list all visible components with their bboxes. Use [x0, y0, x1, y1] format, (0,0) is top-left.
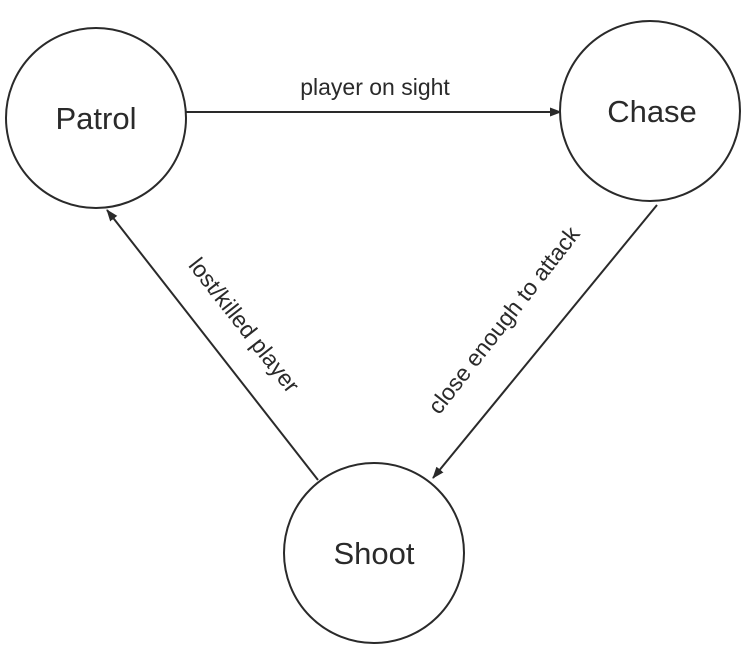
state-patrol-circle [5, 27, 187, 209]
edge-chase-to-shoot [432, 204, 658, 479]
state-chase-label: Chase [607, 94, 697, 129]
edge-shoot-to-patrol [106, 209, 319, 481]
state-chase: Chase [559, 20, 741, 202]
label-patrol-to-chase: player on sight [300, 74, 450, 100]
state-shoot: Shoot [283, 462, 465, 644]
state-shoot-circle [283, 462, 465, 644]
state-chase-circle [559, 20, 741, 202]
state-patrol: Patrol [5, 27, 187, 209]
label-chase-to-shoot: close enough to attack [423, 221, 585, 419]
state-patrol-label: Patrol [56, 101, 137, 136]
label-shoot-to-patrol: lost/killed player [184, 253, 305, 398]
state-shoot-label: Shoot [333, 536, 414, 571]
